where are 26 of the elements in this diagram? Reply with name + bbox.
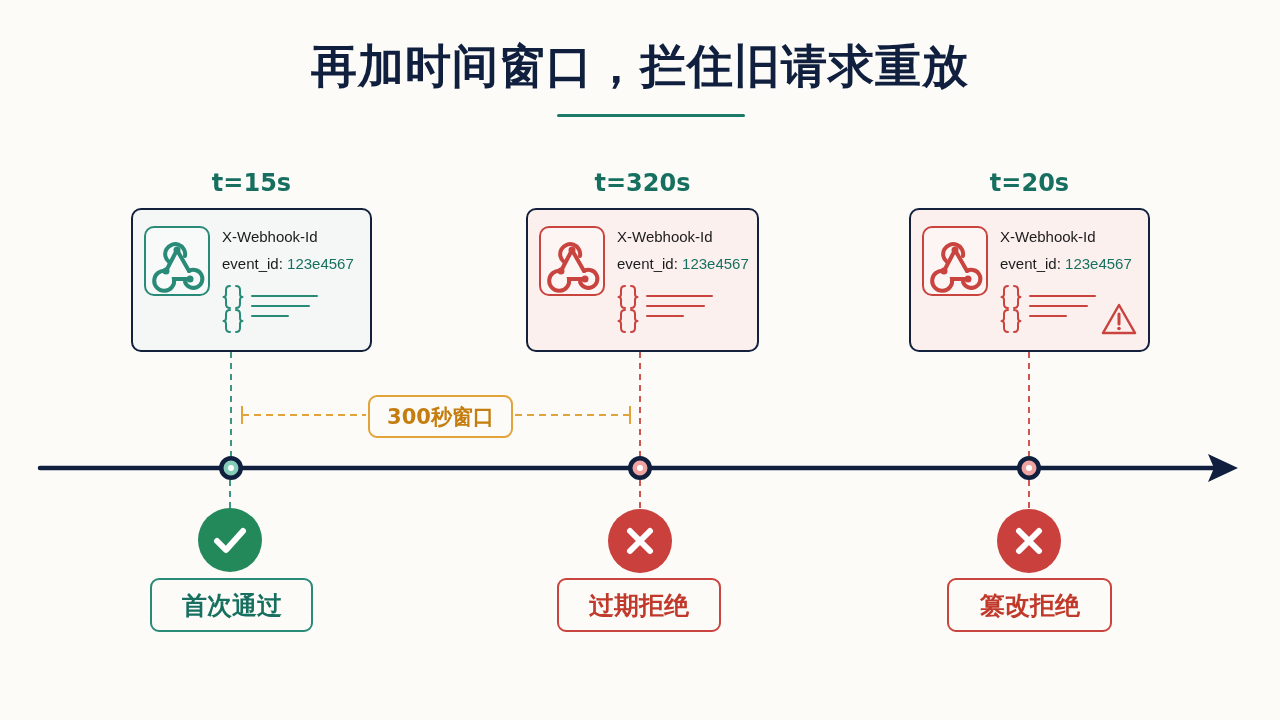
cross-icon xyxy=(608,509,672,573)
dashed-connector xyxy=(639,479,641,510)
dashed-connector xyxy=(230,351,232,457)
cross-icon xyxy=(997,509,1061,573)
dashed-connector xyxy=(639,351,641,457)
dashed-connector xyxy=(1028,479,1030,510)
header-name: X-Webhook-Id xyxy=(617,227,713,247)
header-name: X-Webhook-Id xyxy=(222,227,318,247)
time-label: t=15s xyxy=(211,168,292,198)
timeline-marker-icon xyxy=(219,456,243,480)
time-label: t=320s xyxy=(594,168,691,198)
timeline-marker-icon xyxy=(628,456,652,480)
field-text: event_id: 123e4567 xyxy=(222,254,354,274)
status-label: 首次通过 xyxy=(150,578,313,632)
title: 再加时间窗口，拦住旧请求重放 xyxy=(310,38,970,95)
status-label: 过期拒绝 xyxy=(557,578,721,632)
field-text: event_id: 123e4567 xyxy=(1000,254,1132,274)
field-text: event_id: 123e4567 xyxy=(617,254,749,274)
check-icon xyxy=(198,508,262,572)
timeline-marker-icon xyxy=(1017,456,1041,480)
header-name: X-Webhook-Id xyxy=(1000,227,1096,247)
window-label: 300秒窗口 xyxy=(368,395,513,438)
time-label: t=20s xyxy=(989,168,1070,198)
dashed-connector xyxy=(1028,351,1030,457)
status-label: 篡改拒绝 xyxy=(947,578,1112,632)
dashed-connector xyxy=(229,479,231,509)
